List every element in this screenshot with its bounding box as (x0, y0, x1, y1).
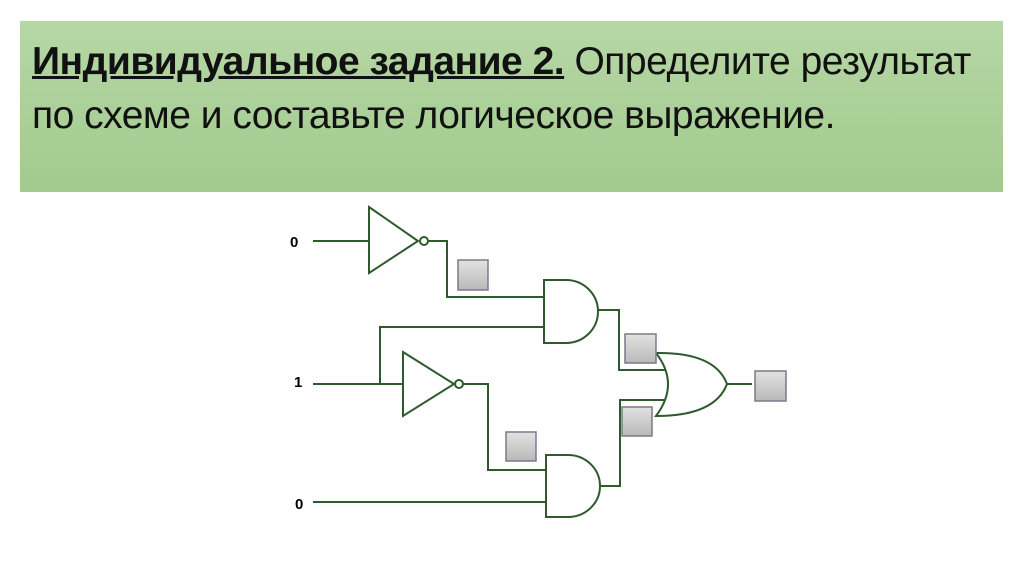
input-label-c: 0 (295, 496, 303, 513)
not-gate-2 (402, 350, 464, 418)
answer-box-not1[interactable] (457, 259, 489, 291)
input-label-b: 1 (294, 374, 302, 391)
wires (313, 240, 752, 503)
or-gate (653, 351, 729, 418)
input-label-a: 0 (290, 234, 298, 251)
task-title: Индивидуальное задание 2. (32, 40, 565, 83)
task-instructions: Определите результат по схеме и составьт… (32, 40, 971, 137)
task-header: Индивидуальное задание 2. Определите рез… (20, 21, 1003, 192)
answer-boxes[interactable] (457, 259, 787, 462)
and-gate-2 (545, 454, 601, 518)
answer-box-and2[interactable] (621, 406, 653, 437)
answer-box-output[interactable] (754, 370, 787, 402)
not-gate-1 (368, 205, 429, 275)
task-text: Индивидуальное задание 2. Определите рез… (32, 35, 1003, 143)
and-gate-1 (543, 279, 599, 344)
answer-box-not2[interactable] (505, 431, 537, 462)
answer-box-and1[interactable] (624, 333, 657, 364)
